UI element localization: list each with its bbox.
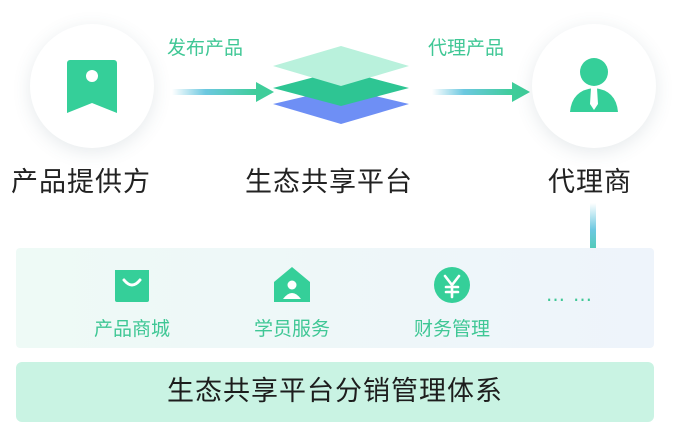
platform-label: 生态共享平台 — [245, 167, 413, 198]
yuan-coin-icon — [434, 267, 470, 303]
feature-student-label: 学员服务 — [253, 318, 330, 340]
feature-student: 学员服务 — [222, 266, 362, 341]
publish-arrow — [172, 82, 274, 102]
provider-label: 产品提供方 — [11, 167, 151, 198]
publish-arrow-label: 发布产品 — [167, 37, 244, 59]
agency-arrow — [432, 82, 530, 102]
agent-label: 代理商 — [548, 167, 632, 198]
agent-node — [532, 24, 656, 148]
feature-finance: 财务管理 — [382, 266, 522, 341]
more-ellipsis: … … — [546, 284, 594, 306]
agency-arrow-label: 代理产品 — [428, 37, 505, 59]
person-icon — [570, 58, 618, 112]
bottom-title-bar: 生态共享平台分销管理体系 — [16, 362, 654, 422]
feature-mall-label: 产品商城 — [93, 318, 170, 340]
feature-finance-label: 财务管理 — [413, 318, 490, 340]
provider-node — [30, 24, 154, 148]
student-house-icon — [274, 267, 310, 302]
bottom-title: 生态共享平台分销管理体系 — [167, 376, 503, 407]
platform-layers-icon — [273, 46, 409, 124]
feature-mall: 产品商城 — [62, 266, 202, 341]
bookmark-icon — [67, 60, 117, 113]
shopping-bag-icon — [115, 270, 149, 302]
